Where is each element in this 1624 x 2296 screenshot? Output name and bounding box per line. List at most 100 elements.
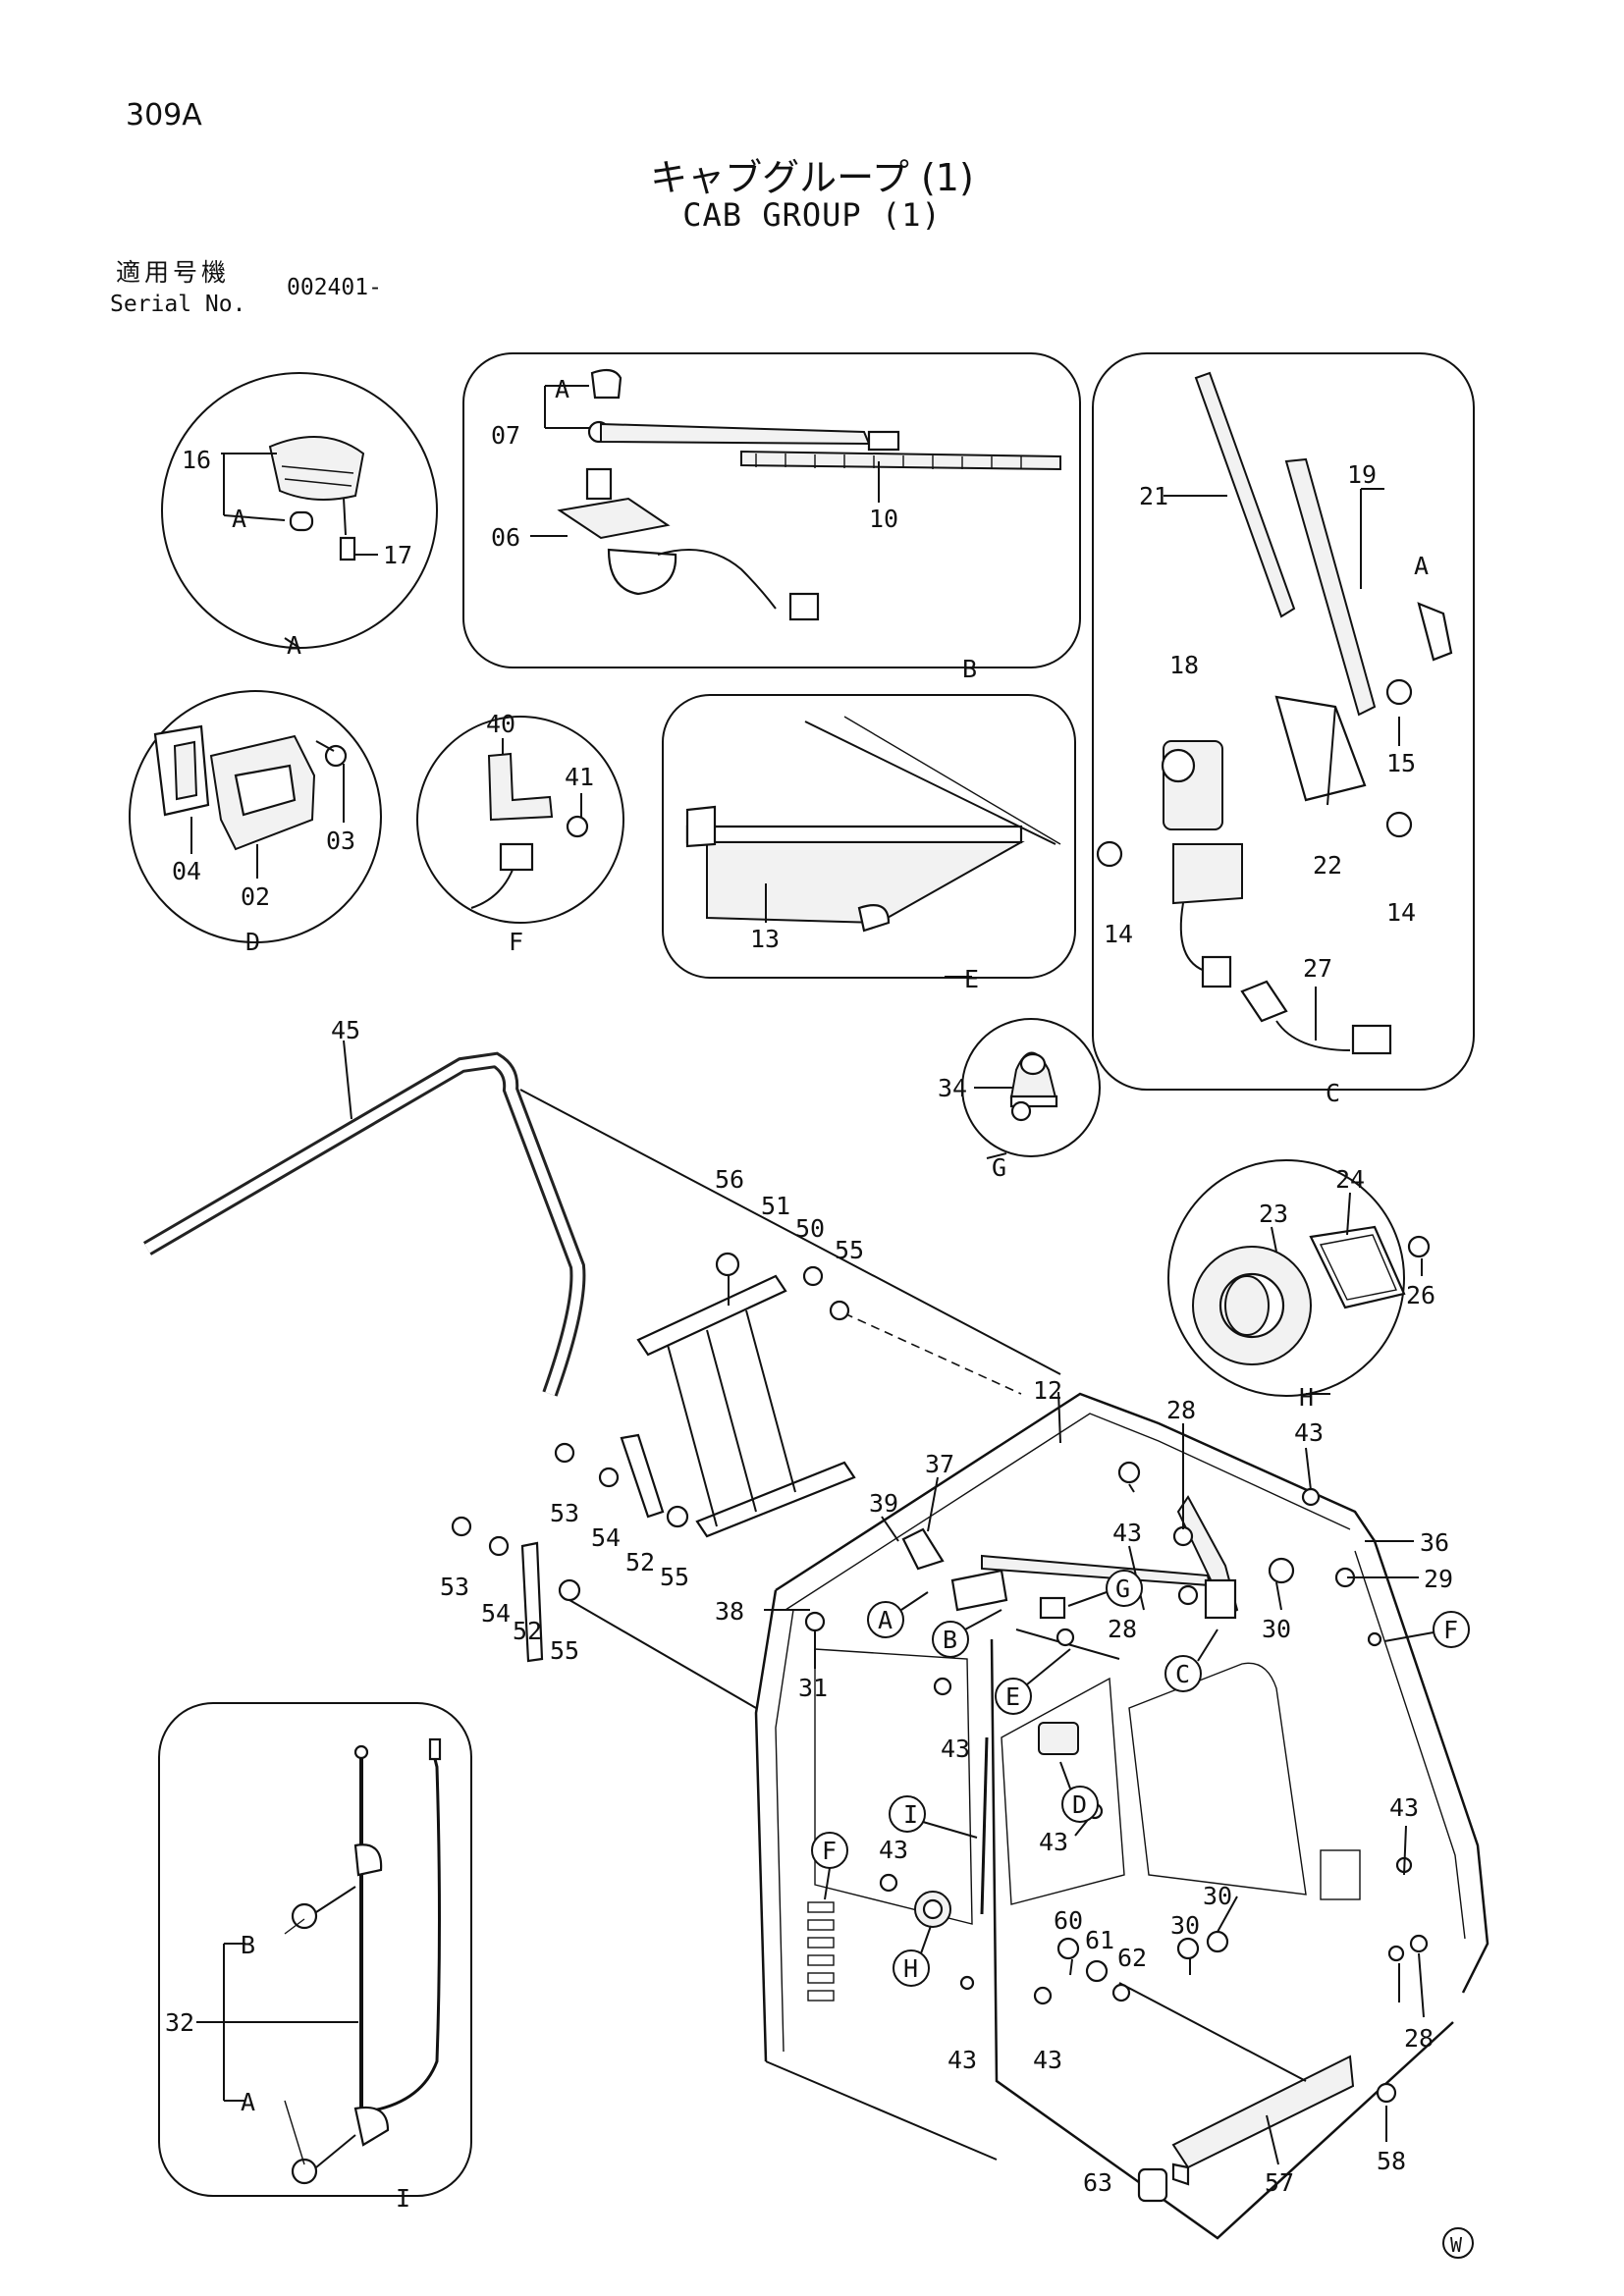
callout-e: E [995,1648,1071,1715]
part-label: 06 [491,523,520,552]
svg-text:I: I [903,1800,918,1829]
part-label: 55 [550,1636,579,1665]
part-label: 53 [550,1499,579,1527]
sub-label: A [232,505,246,533]
part-label: 43 [1294,1418,1324,1447]
part-label: 37 [925,1450,954,1478]
part-label: 16 [182,446,211,474]
callout-f-right: F [1383,1611,1470,1648]
panel-label: A [287,631,301,660]
callout-i: I [889,1795,978,1839]
part-label: 12 [1033,1376,1062,1405]
panel-label: I [396,2184,410,2213]
part-label: 52 [625,1548,655,1576]
sub-label: A [1414,552,1429,580]
part-label: 39 [869,1489,898,1518]
part-label: 30 [1203,1882,1232,1910]
page-title-english: CAB GROUP (1) [682,196,942,234]
part-label: 58 [1377,2147,1406,2175]
part-label: 60 [1054,1906,1083,1935]
part-label: 14 [1386,898,1416,927]
detail-b-wiper-motor: 07 06 10 A B [462,352,1081,683]
detail-h-speaker: 24 23 26 H [1167,1159,1435,1412]
part-label: 28 [1404,2024,1434,2053]
detail-e-sun-visor: 13 E [662,694,1076,993]
part-label: 26 [1406,1281,1435,1309]
part-label: 23 [1259,1200,1288,1228]
detail-c-rear-wiper: 21 19 18 15 14 22 14 27 A C [1092,352,1475,1107]
svg-text:F: F [1443,1616,1458,1644]
callout-g: G [1067,1570,1143,1607]
page-number: 309A [126,98,202,133]
part-label: 32 [165,2008,194,2037]
part-label: 28 [1166,1396,1196,1424]
detail-d-door-handle: 04 03 02 D [129,690,382,956]
part-label: 30 [1262,1615,1291,1643]
panel-label: C [1326,1079,1340,1107]
part-label: 07 [491,421,520,450]
part-label: 10 [869,505,898,533]
part-label: 04 [172,857,201,885]
callout-a: A [867,1591,929,1638]
svg-text:E: E [1005,1682,1020,1711]
callout-c: C [1164,1629,1218,1692]
part-label: 15 [1386,749,1416,777]
part-label: 14 [1104,920,1133,948]
part-label: 43 [1112,1519,1142,1547]
detail-g-dome-lamp: 34 G [938,1018,1101,1182]
svg-text:W: W [1450,2233,1463,2257]
panel-label: G [992,1153,1006,1182]
part-label: 55 [835,1236,864,1264]
part-label: 17 [383,541,412,569]
panel-label: F [509,928,523,956]
part-label: 43 [1033,2046,1062,2074]
part-label: 21 [1139,482,1168,510]
serial-number-value: 002401- [287,275,382,300]
svg-text:B: B [943,1626,957,1654]
part-label: 53 [440,1573,469,1601]
part-label: 56 [715,1165,744,1194]
part-label: 57 [1265,2168,1294,2197]
callout-h: H [893,1925,932,1987]
detail-f-bracket: 40 41 F [416,710,624,956]
part-label: 29 [1424,1565,1453,1593]
part-label: 51 [761,1192,790,1220]
part-label: 03 [326,827,355,855]
part-label: 13 [750,925,780,953]
part-label: 54 [481,1599,511,1628]
part-label: 40 [486,710,515,738]
panel-label: D [245,928,260,956]
watermark-w: W [1442,2227,1474,2259]
serial-label-japanese: 適用号機 [116,258,231,287]
part-label: 43 [1389,1793,1419,1822]
part-label: 19 [1347,460,1377,489]
callout-f-left: F [811,1832,848,1900]
part-label: 38 [715,1597,744,1626]
part-label: 41 [565,763,594,791]
svg-text:A: A [878,1606,893,1634]
serial-label-english: Serial No. [110,292,246,317]
panel-label: B [962,655,977,683]
part-label: 43 [947,2046,977,2074]
callout-b: B [932,1609,1002,1658]
svg-text:H: H [903,1954,918,1983]
panel-label: H [1299,1383,1314,1412]
part-label: 34 [938,1074,967,1102]
part-label: 43 [879,1836,908,1864]
part-label: 02 [241,882,270,911]
svg-text:F: F [822,1837,837,1865]
detail-a-marker-lamp: 16 17 A A [161,372,438,660]
callout-d: D [1059,1761,1099,1823]
part-label: 24 [1335,1165,1365,1194]
sub-label: B [241,1931,255,1959]
part-label: 55 [660,1563,689,1591]
part-label: 43 [941,1735,970,1763]
part-label: 61 [1085,1926,1114,1954]
part-label: 54 [591,1523,621,1552]
part-label: 27 [1303,954,1332,983]
part-label: 45 [331,1016,360,1044]
part-label: 36 [1420,1528,1449,1557]
part-label: 43 [1039,1828,1068,1856]
svg-text:D: D [1072,1790,1087,1819]
